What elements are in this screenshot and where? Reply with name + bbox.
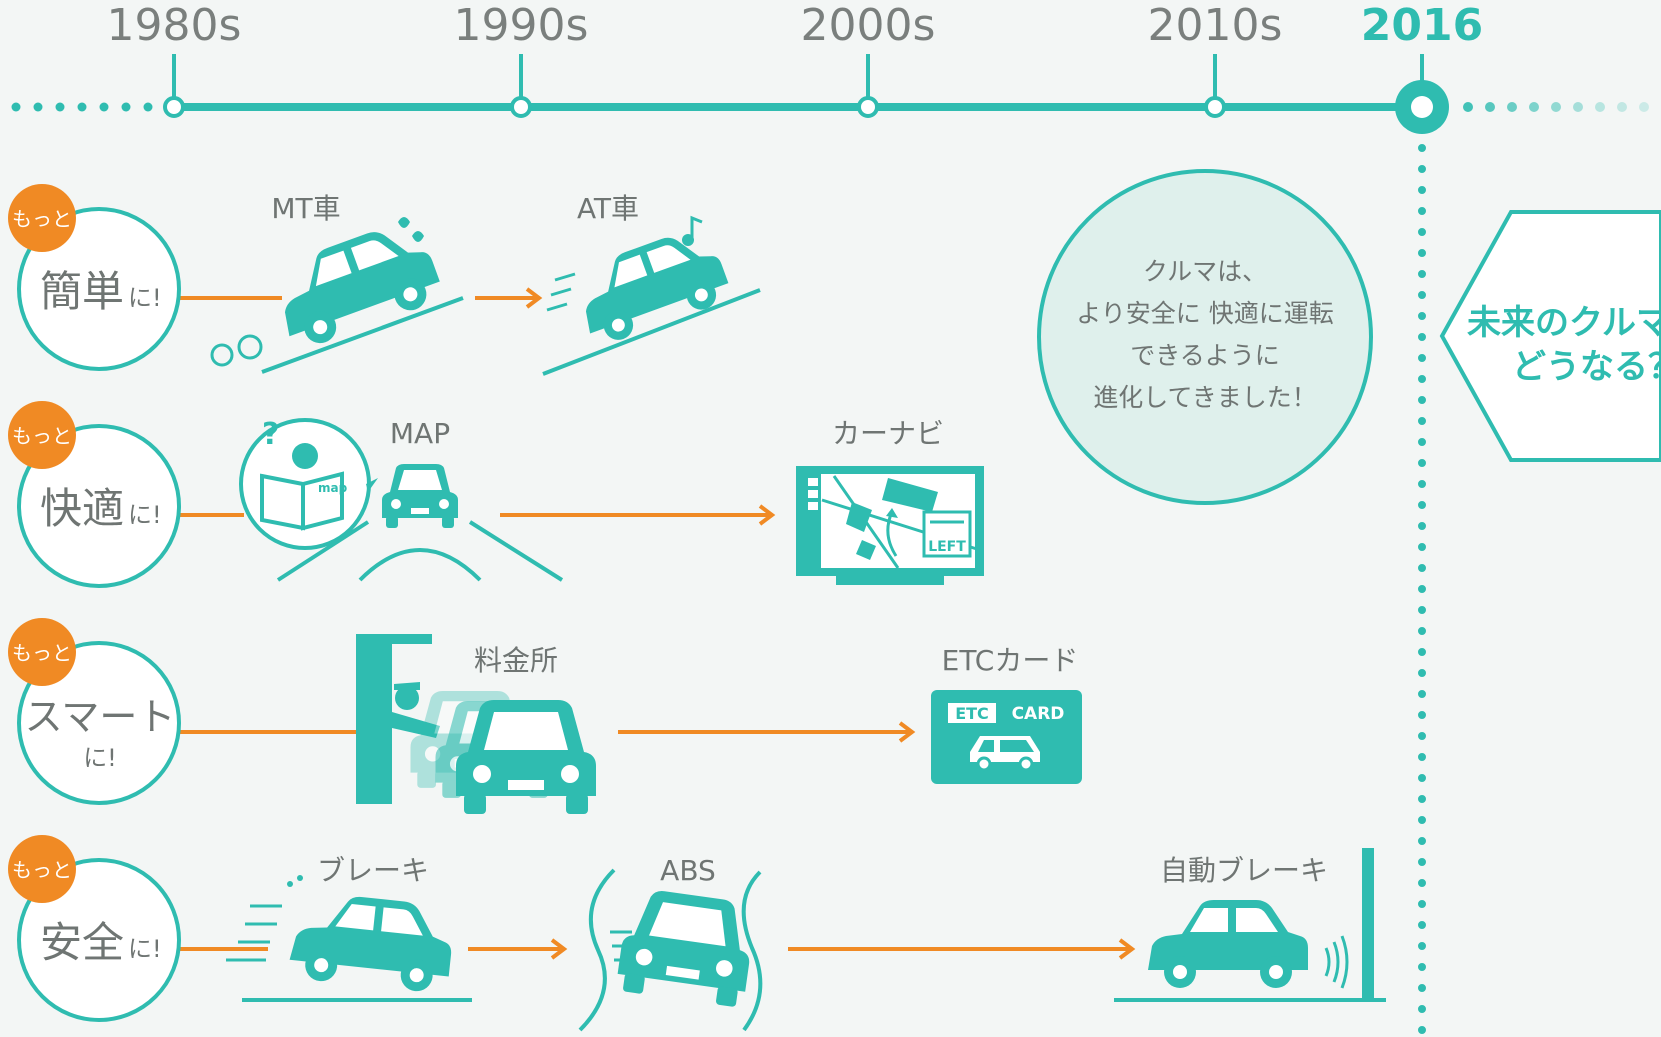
- item-label-etc: ETCカード: [942, 644, 1079, 677]
- timeline-future-dots: [1463, 102, 1649, 112]
- mt-car-icon: [210, 215, 464, 374]
- decade-label: 2000s: [801, 0, 936, 51]
- arrow: [500, 504, 776, 526]
- category-circle: 簡単 に!: [17, 207, 181, 371]
- summary-line: より安全に 快適に運転: [1076, 299, 1333, 328]
- motto-badge: もっと: [8, 184, 76, 252]
- etc-card-icon: ETC CARD: [931, 690, 1082, 784]
- svg-text:もっと: もっと: [12, 858, 72, 882]
- item-label-mt: MT車: [271, 192, 340, 225]
- category-circle: スマート に!: [17, 641, 181, 805]
- item-label-tollgate: 料金所: [474, 644, 558, 677]
- category-circle: 安全 に!: [17, 858, 181, 1022]
- braking-car-icon: [226, 875, 472, 1002]
- arrow: [618, 721, 916, 743]
- arrow: [468, 938, 568, 960]
- item-label-map: MAP: [390, 417, 450, 450]
- item-label-auto-brake: 自動ブレーキ: [1160, 854, 1328, 887]
- summary-line: 進化してきました！: [1093, 383, 1317, 412]
- row-smart: スマート に! もっと 料金所 ETC CARD: [8, 618, 1082, 814]
- arrow: [788, 938, 1136, 960]
- svg-text:もっと: もっと: [12, 641, 72, 665]
- category-suffix: に!: [83, 744, 117, 772]
- future-line2: どうなる？: [1512, 347, 1661, 387]
- decade-marker-2010s: 2010s: [1148, 0, 1283, 118]
- timeline-lead-dots: [11, 102, 153, 112]
- abs-car-icon: [578, 868, 763, 1032]
- category-suffix: に!: [128, 284, 162, 312]
- category-word: 快適: [40, 484, 124, 533]
- timeline: 1980s 1990s 2000s 2010s 2016: [11, 0, 1649, 1037]
- decade-marker-2000s: 2000s: [801, 0, 936, 118]
- decade-marker-1980s: 1980s: [107, 0, 242, 118]
- category-word: 簡単: [40, 267, 124, 316]
- category-circle: 快適 に!: [17, 424, 181, 588]
- category-suffix: に!: [128, 501, 162, 529]
- row-easy: 簡単 に! もっと MT車 AT車: [8, 184, 761, 376]
- category-suffix: に!: [128, 935, 162, 963]
- road-car-icon: [276, 464, 564, 582]
- category-word: 安全: [40, 918, 124, 967]
- item-label-brake: ブレーキ: [317, 854, 429, 887]
- map-book-text: map: [318, 481, 348, 495]
- category-word: スマート: [25, 695, 176, 739]
- item-label-navi: カーナビ: [832, 417, 944, 450]
- motto-badge: もっと: [8, 401, 76, 469]
- motto-badge: もっと: [8, 618, 76, 686]
- arrow: [475, 287, 543, 309]
- decade-label: 1990s: [454, 0, 589, 51]
- tollgate-icon: [356, 634, 596, 814]
- svg-text:もっと: もっと: [12, 207, 72, 231]
- future-question-box: 未来のクルマ どうなる？: [1439, 210, 1661, 462]
- summary-bubble: クルマは、 より安全に 快適に運転 できるように 進化してきました！: [1037, 169, 1373, 505]
- summary-line: クルマは、: [1143, 257, 1267, 286]
- current-year-label: 2016: [1361, 0, 1483, 51]
- decade-label: 1980s: [107, 0, 242, 51]
- motto-badge: もっと: [8, 835, 76, 903]
- etc-card-left: ETC: [955, 704, 989, 723]
- etc-card-right: CARD: [1012, 704, 1065, 724]
- item-label-at: AT車: [577, 192, 639, 225]
- svg-text:もっと: もっと: [12, 424, 72, 448]
- row-comfort: 快適 に! もっと map ? MAP: [8, 401, 984, 588]
- decade-label: 2010s: [1148, 0, 1283, 51]
- decade-marker-1990s: 1990s: [454, 0, 589, 118]
- current-year-marker: 2016: [1361, 0, 1483, 134]
- summary-line: できるように: [1130, 341, 1280, 370]
- item-label-abs: ABS: [660, 854, 716, 887]
- future-line1: 未来のクルマ: [1467, 303, 1661, 343]
- auto-brake-car-icon: [1114, 848, 1386, 1002]
- svg-text:?: ?: [262, 417, 279, 452]
- car-navigation-icon: LEFT: [796, 466, 984, 585]
- row-safety: 安全 に! もっと ブレーキ ABS: [8, 835, 1386, 1032]
- map-reader-icon: map ?: [239, 417, 378, 550]
- at-car-icon: [542, 215, 761, 376]
- navi-sign-text: LEFT: [928, 539, 966, 555]
